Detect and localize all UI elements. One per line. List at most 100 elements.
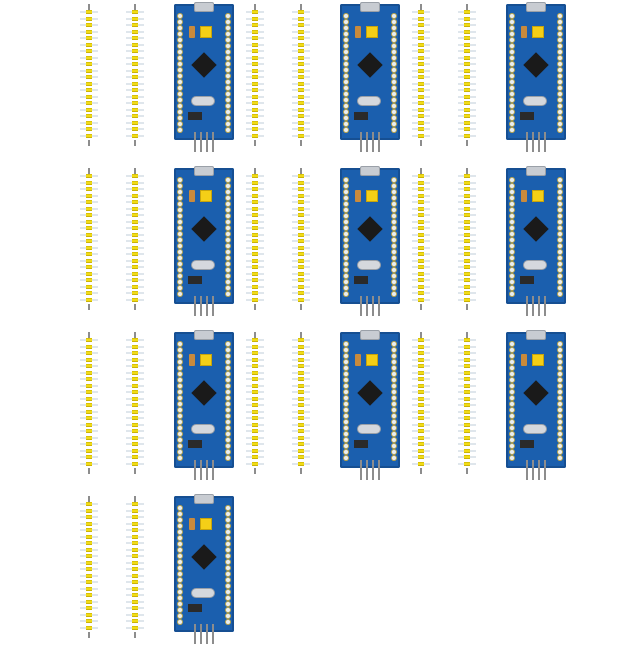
pin-hole <box>178 38 182 42</box>
header-pin <box>420 168 422 176</box>
mcu-chip <box>523 380 549 406</box>
header-plastic-bar <box>252 390 258 394</box>
header-plastic-bar <box>132 383 138 388</box>
header-plastic-bar <box>132 127 138 131</box>
header-plastic-bar <box>298 245 304 250</box>
pin-hole <box>178 450 182 454</box>
header-plastic-bar <box>418 252 424 256</box>
header-plastic-bar <box>464 252 470 256</box>
pin-hole <box>558 44 562 48</box>
pin-hole <box>344 202 348 206</box>
header-plastic-bar <box>252 416 258 420</box>
pin-hole <box>226 506 230 510</box>
pin-hole <box>558 214 562 218</box>
pin-hole <box>344 426 348 430</box>
pin-hole <box>344 450 348 454</box>
pin-hole <box>344 262 348 266</box>
header-plastic-bar <box>298 409 304 414</box>
header-plastic-bar <box>298 180 304 185</box>
header-plastic-bar <box>132 528 138 532</box>
header-plastic-bar <box>464 442 470 446</box>
pin-hole <box>510 92 514 96</box>
header-plastic-bar <box>132 534 138 539</box>
swd-pin <box>194 296 196 316</box>
header-plastic-bar <box>418 114 424 118</box>
header-plastic-bar <box>418 271 424 276</box>
header-pin <box>300 468 302 474</box>
pin-hole <box>510 348 514 352</box>
pin-hole <box>178 426 182 430</box>
pin-hole <box>226 262 230 266</box>
header-plastic-bar <box>132 291 138 295</box>
header-plastic-bar <box>86 232 92 237</box>
pin-hole <box>510 122 514 126</box>
pin-hole <box>392 444 396 448</box>
header-plastic-bar <box>418 435 424 440</box>
micro-usb-port <box>360 330 380 340</box>
pin-hole <box>558 378 562 382</box>
pin-hole <box>510 366 514 370</box>
header-plastic-bar <box>86 528 92 532</box>
header-plastic-bar <box>86 133 92 138</box>
crystal-oscillator <box>357 424 381 434</box>
pin-hole <box>392 450 396 454</box>
header-plastic-bar <box>252 403 258 407</box>
pin-hole <box>558 342 562 346</box>
pin-hole <box>392 280 396 284</box>
header-plastic-bar <box>252 278 258 282</box>
header-plastic-bar <box>418 370 424 375</box>
pin-hole <box>178 232 182 236</box>
header-plastic-bar <box>298 383 304 388</box>
header-plastic-bar <box>86 10 92 14</box>
header-plastic-bar <box>464 62 470 66</box>
pin-hole <box>178 548 182 552</box>
pin-header-strip <box>288 332 314 474</box>
header-plastic-bar <box>86 120 92 125</box>
pin-hole <box>226 360 230 364</box>
header-plastic-bar <box>86 573 92 578</box>
pin-hole <box>510 414 514 418</box>
header-plastic-bar <box>252 422 258 427</box>
header-plastic-bar <box>86 409 92 414</box>
header-plastic-bar <box>132 297 138 302</box>
pin-hole <box>178 214 182 218</box>
pin-hole <box>558 256 562 260</box>
microcontroller-board <box>174 166 234 304</box>
header-plastic-bar <box>298 101 304 105</box>
pin-hole <box>226 268 230 272</box>
micro-usb-port <box>360 2 380 12</box>
pin-hole <box>226 116 230 120</box>
header-plastic-bar <box>464 258 470 263</box>
pin-hole <box>392 220 396 224</box>
pin-hole <box>226 214 230 218</box>
pin-hole <box>510 262 514 266</box>
header-plastic-bar <box>252 297 258 302</box>
header-plastic-bar <box>86 455 92 459</box>
header-plastic-bar <box>418 258 424 263</box>
header-plastic-bar <box>132 213 138 217</box>
header-plastic-bar <box>418 120 424 125</box>
header-plastic-bar <box>86 187 92 191</box>
header-plastic-bar <box>86 245 92 250</box>
pin-header-strip <box>242 332 268 474</box>
pin-hole <box>344 414 348 418</box>
header-plastic-bar <box>418 265 424 269</box>
header-plastic-bar <box>464 94 470 99</box>
boot-jumper <box>200 26 212 38</box>
header-plastic-bar <box>86 357 92 362</box>
pin-hole <box>178 274 182 278</box>
swd-pin <box>538 460 540 480</box>
swd-pin <box>526 460 528 480</box>
pin-hole <box>178 354 182 358</box>
header-plastic-bar <box>132 599 138 604</box>
swd-pin <box>538 296 540 316</box>
micro-usb-port <box>526 330 546 340</box>
pin-hole <box>392 426 396 430</box>
pin-hole <box>226 280 230 284</box>
pin-hole <box>510 244 514 248</box>
pin-hole <box>178 620 182 624</box>
header-plastic-bar <box>418 107 424 112</box>
pin-hole <box>178 438 182 442</box>
pin-hole <box>344 38 348 42</box>
header-plastic-bar <box>464 16 470 21</box>
